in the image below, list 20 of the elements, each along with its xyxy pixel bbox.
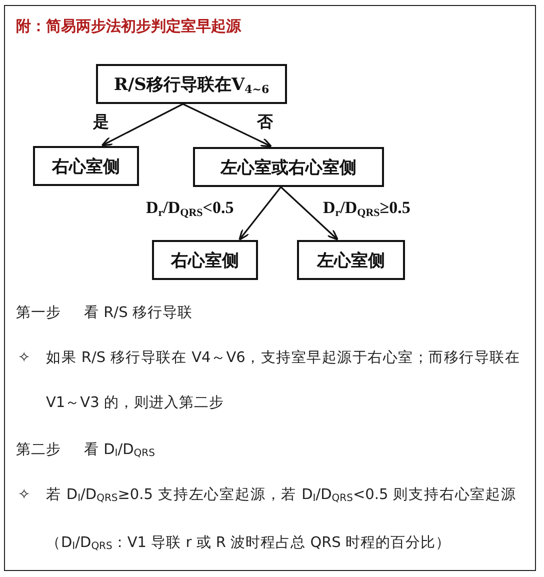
- decision-box: 右心室侧: [152, 240, 258, 280]
- step-heading: 第一步: [16, 304, 61, 323]
- paragraph: 如果 R/S 移行导联在 V4～V6，支持室早起源于右心室；而移行导联在 V1～V3 的，则进入第二步: [46, 348, 520, 413]
- edge-label: 是: [93, 112, 109, 132]
- bullet-icon: ✧: [18, 473, 30, 518]
- arrow: [182, 103, 272, 148]
- step-heading: 第二步: [16, 441, 61, 460]
- arrow: [280, 186, 338, 240]
- arrow: [238, 186, 282, 241]
- arrow: [101, 103, 184, 146]
- diagram-title: 附：简易两步法初步判定室早起源: [16, 17, 241, 36]
- bullet-icon: ✧: [18, 336, 30, 381]
- decision-box: R/S移行导联在V$_{4~6}$: [96, 64, 287, 104]
- step-text: 看 R/S 移行导联: [84, 304, 192, 323]
- edge-label: 否: [257, 112, 273, 132]
- decision-box: 左心室侧: [297, 240, 405, 280]
- step-text: 看 D$_{I}$/D$_{QRS}$: [84, 441, 155, 461]
- decision-box: 左心室或右心室侧: [193, 147, 384, 187]
- paragraph: 若 D$_{I}$/D$_{QRS}$≥0.5 支持左心室起源，若 D$_{I}$/D$_{QRS}$<0.5 则支持右心室起源（D$_{I}$/D$_{QRS}$：V1 导联 r 或 R 波时程占总 QRS 时程的百分比）: [46, 486, 516, 554]
- decision-box: 右心室侧: [33, 146, 139, 186]
